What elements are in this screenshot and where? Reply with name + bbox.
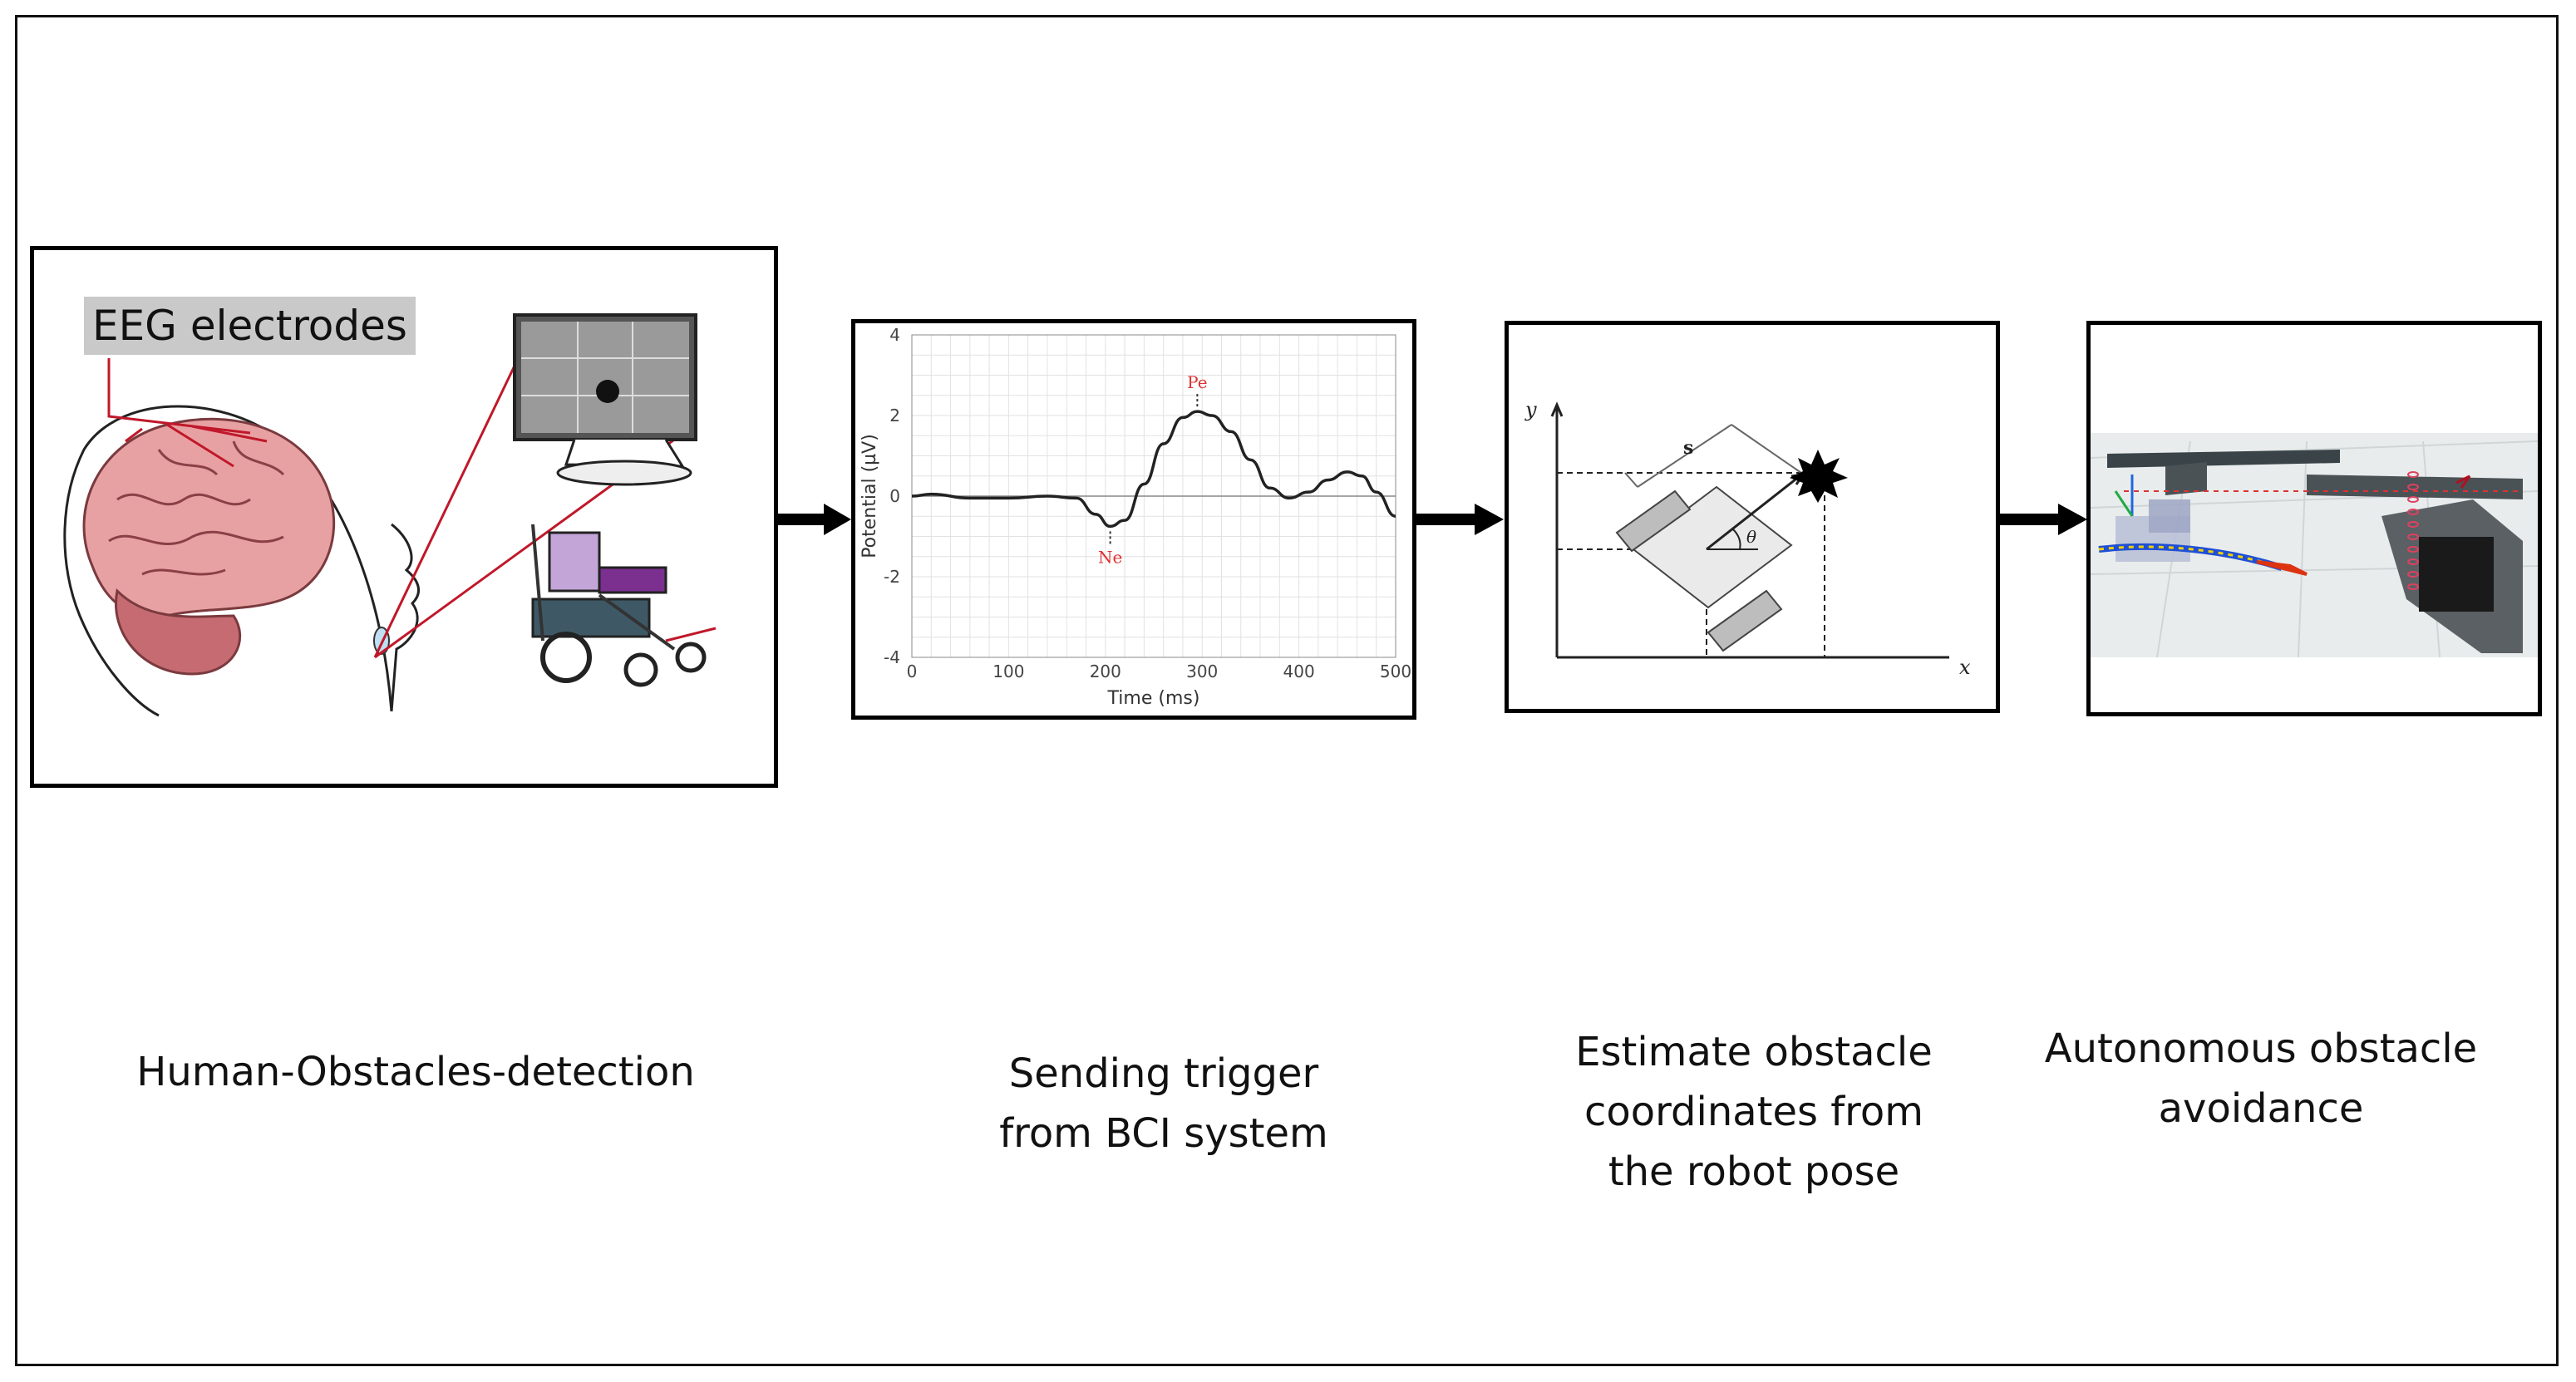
human-detection-panel: EEG electrodes <box>30 246 778 788</box>
flow-arrow-1 <box>778 504 851 535</box>
wheelchair-icon <box>531 524 707 687</box>
x-axis-label: Time (ms) <box>1107 688 1200 709</box>
y-axis-label: Potential (µV) <box>859 434 880 558</box>
brain-icon <box>82 417 336 676</box>
diagram-frame <box>15 15 2559 1366</box>
obstacle-block <box>2419 537 2494 612</box>
obstacle-star-icon <box>1790 450 1848 503</box>
annotation-label: Ne <box>1098 547 1122 567</box>
y-tick-label: 4 <box>889 325 900 345</box>
distance-lines <box>1624 424 1802 488</box>
erp-series-line <box>911 410 1396 529</box>
map-wall-top <box>2107 450 2340 468</box>
caption-bci: Sending trigger from BCI system <box>999 1050 1328 1157</box>
y-tick-label: 0 <box>889 486 900 506</box>
robot-wheel-left <box>1615 489 1692 553</box>
x-tick-label: 500 <box>1380 661 1411 681</box>
obstacle-rings <box>2407 471 2419 590</box>
annotation-label: Pe <box>1187 372 1207 392</box>
x-tick-label: 100 <box>992 661 1024 681</box>
marker-icon <box>2455 475 2471 489</box>
eeg-electrodes-label: EEG electrodes <box>84 297 416 355</box>
human-illustration <box>63 313 717 717</box>
x-tick-label: 200 <box>1090 661 1121 681</box>
monitor-icon <box>513 313 697 486</box>
navigation-render <box>2091 433 2538 658</box>
x-tick-label: 300 <box>1186 661 1218 681</box>
goal-arrow-icon <box>2256 560 2308 576</box>
caption-estimate: Estimate obstacle coordinates from the r… <box>1575 1029 1933 1195</box>
flow-arrow-3 <box>2000 504 2087 535</box>
x-tick-label: 400 <box>1283 661 1315 681</box>
pose-diagram: y x θ s <box>1524 398 1971 679</box>
head-outline <box>63 405 393 717</box>
y-axis <box>1550 401 1564 657</box>
distance-label: s <box>1683 437 1693 459</box>
theta-label: θ <box>1746 527 1756 547</box>
robot-model-icon <box>2114 475 2190 562</box>
caption-human-detection: Human-Obstacles-detection <box>136 1049 695 1095</box>
cerebellum <box>115 588 242 676</box>
flow-arrow-2 <box>1416 504 1504 535</box>
avoidance-panel <box>2086 321 2542 716</box>
pose-estimation-panel: y x θ s <box>1505 321 2000 713</box>
map-wall-right <box>2307 475 2523 499</box>
y-tick-label: -2 <box>884 567 900 587</box>
face-profile <box>390 523 421 712</box>
x-tick-label: 0 <box>907 661 918 681</box>
y-tick-label: 2 <box>889 406 900 425</box>
robot-wheel-right <box>1707 589 1783 652</box>
y-tick-label: -4 <box>884 647 900 667</box>
y-axis-label: y <box>1524 398 1537 421</box>
caption-avoidance: Autonomous obstacle avoidance <box>2044 1025 2478 1132</box>
obstacle-icon <box>596 380 619 403</box>
electrode-wires <box>107 358 268 468</box>
x-axis-label: x <box>1959 656 1971 679</box>
